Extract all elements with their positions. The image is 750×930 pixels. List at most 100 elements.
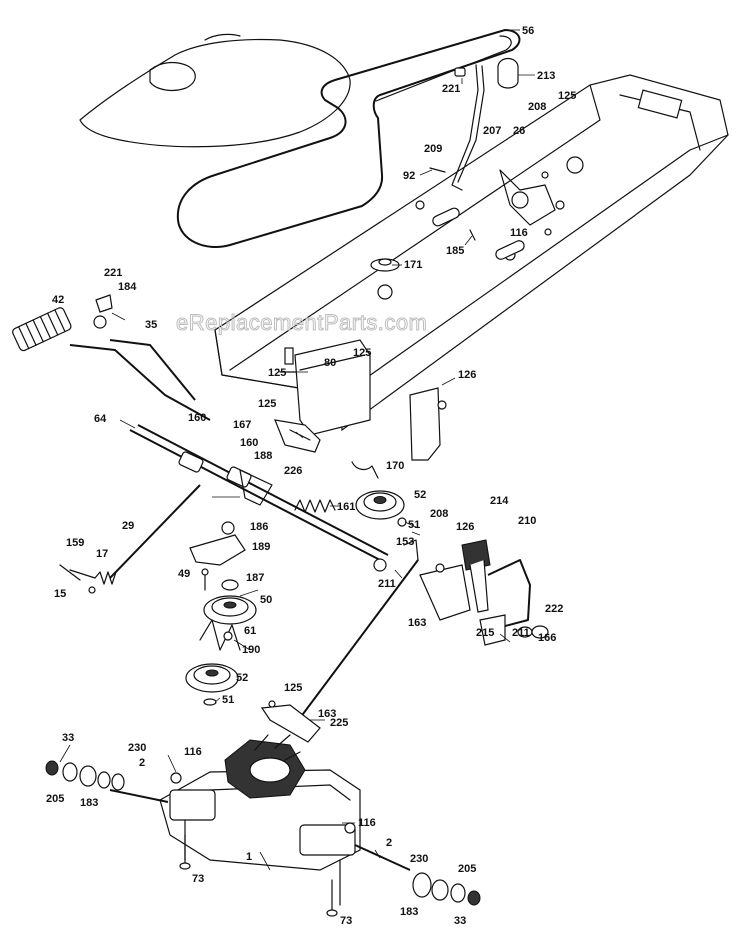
- callout-51: 51: [408, 519, 420, 531]
- callout-29: 29: [122, 520, 134, 532]
- callout-211: 211: [378, 578, 396, 590]
- callouts: 56 213 221 125 208 209 207 26 92 116 185…: [46, 25, 576, 927]
- callout-64: 64: [94, 413, 107, 425]
- callout-214: 214: [490, 495, 509, 507]
- rod-163: [299, 539, 419, 719]
- callout-230: 230: [128, 742, 146, 754]
- bracket-126: [409, 387, 447, 461]
- callout-126-b: 126: [456, 521, 474, 533]
- callout-187: 187: [246, 572, 264, 584]
- callout-205: 205: [46, 793, 64, 805]
- bracket-80: [279, 339, 371, 436]
- callout-222: 222: [545, 603, 563, 615]
- callout-17: 17: [96, 548, 108, 560]
- right-axle-hardware: [344, 822, 481, 906]
- callout-116-c: 116: [358, 817, 376, 829]
- callout-221: 221: [442, 83, 460, 95]
- frame-pulley: [370, 258, 400, 272]
- callout-167: 167: [233, 419, 251, 431]
- callout-160: 160: [188, 412, 206, 424]
- callout-153: 153: [396, 536, 414, 548]
- callout-125-c: 125: [268, 367, 286, 379]
- brake-rod: [59, 484, 201, 594]
- callout-207: 207: [483, 125, 501, 137]
- callout-190: 190: [242, 644, 260, 656]
- callout-160-b: 160: [240, 437, 258, 449]
- callout-52: 52: [414, 489, 426, 501]
- callout-170: 170: [386, 460, 404, 472]
- pulley-52-upper: [355, 490, 407, 527]
- callout-125-d: 125: [258, 398, 276, 410]
- callout-50: 50: [260, 594, 272, 606]
- brake-pedal-assembly: [12, 294, 389, 572]
- callout-35: 35: [145, 319, 157, 331]
- pulley-52-lower: [185, 663, 239, 706]
- callout-56: 56: [522, 25, 534, 37]
- callout-205-b: 205: [458, 863, 476, 875]
- callout-73: 73: [192, 873, 204, 885]
- idler-arm: [189, 521, 246, 591]
- callout-189: 189: [252, 541, 270, 553]
- drive-pedal: [419, 539, 549, 646]
- callout-33: 33: [62, 732, 74, 744]
- main-frame: [214, 74, 729, 432]
- callout-209: 209: [424, 143, 442, 155]
- callout-1: 1: [246, 851, 252, 863]
- callout-184: 184: [118, 281, 137, 293]
- callout-221-b: 221: [104, 267, 122, 279]
- spring-161: [294, 499, 336, 513]
- spring-170: [351, 461, 379, 479]
- bolts-73: [179, 834, 338, 917]
- drive-belt: [176, 29, 521, 248]
- callout-126: 126: [458, 369, 476, 381]
- callout-125: 125: [558, 90, 576, 102]
- callout-80: 80: [324, 357, 336, 369]
- callout-159: 159: [66, 537, 84, 549]
- callout-2: 2: [139, 757, 145, 769]
- callout-183-b: 183: [400, 906, 418, 918]
- callout-166: 166: [538, 632, 556, 644]
- callout-163: 163: [408, 617, 426, 629]
- callout-226: 226: [284, 465, 302, 477]
- leader-lines: [59, 29, 535, 871]
- callout-73-b: 73: [340, 915, 352, 927]
- callout-185: 185: [446, 245, 464, 257]
- callout-125-b: 125: [353, 347, 371, 359]
- deck-shroud: [79, 33, 351, 148]
- callout-215: 215: [476, 627, 494, 639]
- callout-49: 49: [178, 568, 190, 580]
- transaxle: [109, 734, 411, 906]
- callout-188: 188: [254, 450, 272, 462]
- pulley-50: [203, 595, 257, 625]
- callout-51-b: 51: [222, 694, 234, 706]
- callout-52-b: 52: [236, 672, 248, 684]
- callout-213: 213: [537, 70, 555, 82]
- callout-116-b: 116: [184, 746, 202, 758]
- callout-92: 92: [403, 170, 415, 182]
- bracket-225: [260, 700, 321, 743]
- callout-183: 183: [80, 797, 98, 809]
- shift-linkage: [429, 57, 556, 241]
- callout-230-b: 230: [410, 853, 428, 865]
- callout-26: 26: [513, 125, 525, 137]
- callout-186: 186: [250, 521, 268, 533]
- callout-61: 61: [244, 625, 256, 637]
- callout-210: 210: [518, 515, 536, 527]
- callout-2-b: 2: [386, 837, 392, 849]
- callout-15: 15: [54, 588, 66, 600]
- left-axle-hardware: [45, 760, 182, 791]
- callout-33-b: 33: [454, 915, 466, 927]
- callout-171: 171: [404, 259, 422, 271]
- callout-208: 208: [528, 101, 546, 113]
- callout-208-b: 208: [430, 508, 448, 520]
- callout-163-b: 163: [318, 708, 336, 720]
- callout-42: 42: [52, 294, 64, 306]
- callout-225: 225: [330, 717, 348, 729]
- callout-116: 116: [510, 227, 528, 239]
- callout-125-e: 125: [284, 682, 302, 694]
- watermark: eReplacementParts.com: [176, 310, 427, 335]
- callout-161: 161: [337, 501, 355, 513]
- callout-211-b: 211: [512, 627, 530, 639]
- bracket-190: [199, 619, 241, 651]
